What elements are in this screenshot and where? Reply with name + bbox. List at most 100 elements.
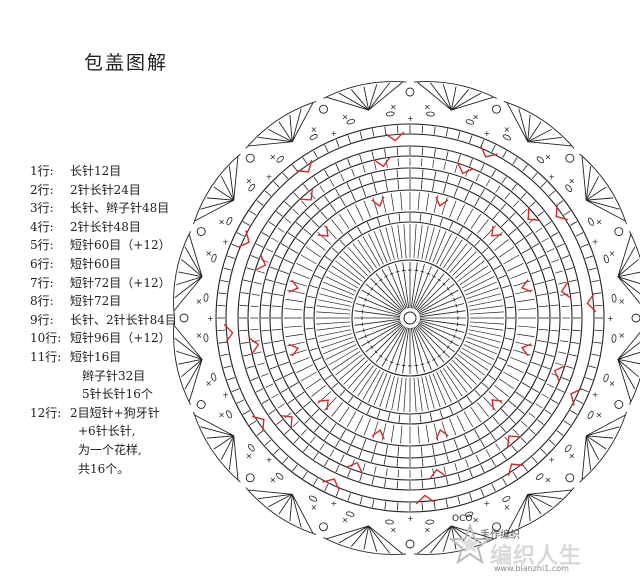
stitch-mark [457, 496, 461, 505]
stitch-mark [352, 365, 374, 393]
stitch-mark [498, 357, 507, 362]
stitch-mark [506, 327, 515, 330]
picot-loop [492, 522, 501, 532]
stitch-mark [253, 282, 262, 285]
stitch-mark [495, 443, 501, 451]
stitch-mark [347, 232, 354, 240]
stitch-mark [465, 340, 497, 355]
stitch-mark [346, 445, 351, 454]
stitch-mark [509, 417, 516, 424]
chain-loop [603, 373, 609, 383]
legend-row: 共16个。 [30, 460, 177, 479]
stitch-mark [558, 351, 567, 354]
shell-stitch [527, 493, 562, 500]
stitch-mark [227, 377, 235, 381]
legend-row: 5针长针16个 [30, 385, 177, 404]
stitch-mark [432, 444, 435, 455]
stitch-mark [463, 411, 474, 428]
stitch-mark [537, 419, 544, 425]
shell-stitch [506, 102, 529, 142]
stitch-mark [449, 406, 454, 415]
stitch-mark [434, 171, 437, 180]
stitch-mark [373, 373, 388, 405]
stitch-mark [240, 341, 249, 344]
stitch-mark [304, 212, 311, 219]
increase-marker [346, 461, 363, 474]
stitch-mark [551, 373, 560, 377]
stitch-mark [283, 372, 294, 378]
stitch-mark [480, 464, 485, 473]
stitch-mark [335, 439, 340, 448]
stitch-mark [319, 333, 353, 343]
stitch-mark [439, 410, 443, 418]
shell-stitch [258, 136, 293, 143]
shell-stitch [228, 166, 235, 201]
stitch-mark [449, 362, 473, 389]
legend-row-text: 共16个。 [78, 461, 130, 476]
stitch-mark [313, 478, 318, 486]
chain-loop [276, 155, 284, 163]
stitch-mark [362, 165, 366, 173]
stitch-mark [253, 351, 262, 354]
stitch-mark [379, 374, 392, 408]
stitch-mark [269, 266, 278, 271]
stitch-mark [503, 371, 520, 382]
shell-stitch [188, 359, 203, 402]
stitch-mark [401, 364, 406, 367]
stitch-mark [385, 375, 395, 409]
stitch-mark [300, 371, 317, 382]
shell-stitch [350, 89, 369, 111]
stitch-mark [320, 336, 354, 349]
stitch-mark [483, 203, 491, 213]
shell-motif [617, 331, 640, 405]
stitch-mark [396, 502, 399, 511]
shell-stitch [586, 426, 620, 437]
shell-stitch [617, 234, 632, 277]
legend-row-text: 短针16目 [70, 349, 122, 364]
stitch-mark [501, 176, 507, 184]
stitch-mark [432, 159, 435, 168]
stitch-mark [364, 297, 367, 302]
chain-loop [203, 293, 209, 302]
shell-stitch [617, 359, 639, 378]
stitch-mark [367, 340, 370, 344]
shell-stitch [617, 271, 640, 278]
stitch-cross-mark: × [218, 411, 225, 420]
stitch-mark [303, 445, 309, 452]
stitch-mark [255, 243, 264, 248]
stitch-cross-mark: × [596, 217, 603, 226]
shell-motif [617, 231, 640, 305]
shell-stitch [368, 525, 378, 552]
shell-arc [323, 81, 407, 99]
stitch-mark [231, 388, 240, 393]
stitch-mark [568, 353, 577, 357]
stitch-mark [560, 340, 569, 343]
stitch-mark [469, 311, 504, 315]
stitch-mark [439, 369, 458, 400]
legend-row-label: 4行: [30, 219, 54, 234]
stitch-mark [419, 321, 462, 340]
shell-arc [413, 537, 497, 555]
shell-stitch [220, 435, 235, 460]
stitch-mark [546, 354, 555, 357]
stitch-mark [510, 271, 528, 279]
stitch-mark [329, 203, 337, 213]
stitch-cross-mark: × [424, 525, 431, 534]
shell-stitch [248, 141, 293, 147]
stitch-mark [385, 444, 388, 455]
stitch-mark [457, 154, 461, 163]
picot-loop [319, 522, 328, 532]
legend-row-text: 为一个花样, [78, 442, 142, 457]
stitch-mark [432, 181, 435, 192]
stitch-mark [397, 224, 403, 259]
legend-row-text: 5针长针16个 [82, 387, 153, 402]
chain-loop [247, 444, 255, 452]
legend-row-text: 2针长针24目 [70, 182, 141, 197]
legend-row: 1行:长针12目 [30, 162, 177, 181]
shell-arc [503, 487, 575, 535]
stitch-mark [261, 399, 270, 404]
picot-loop [179, 313, 189, 323]
shell-stitch [338, 525, 369, 544]
stitch-mark [469, 182, 474, 191]
stitch-mark [249, 210, 257, 216]
